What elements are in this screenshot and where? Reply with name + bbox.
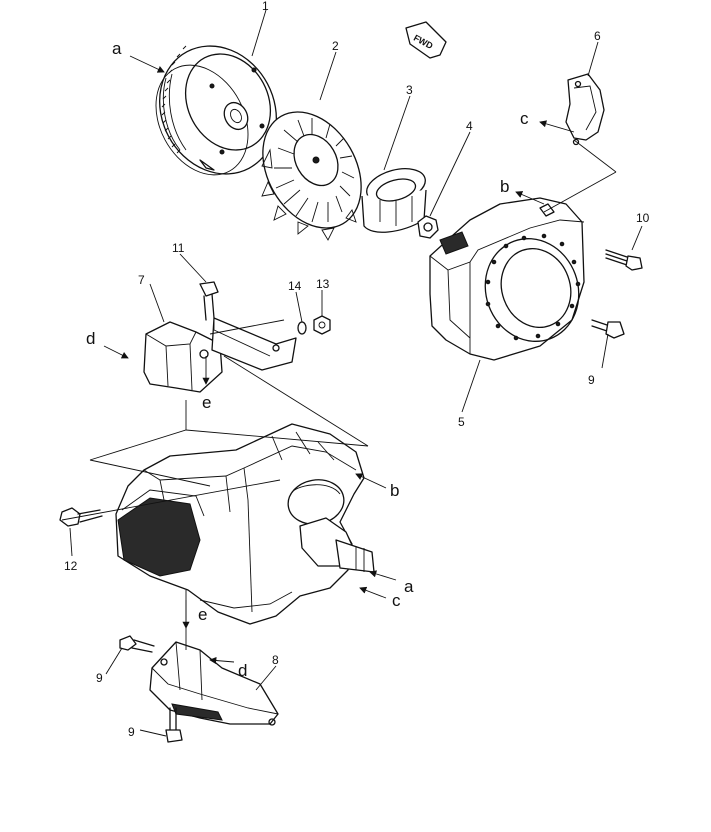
reference-letter-labels: a a b b c c d d e e (86, 39, 529, 680)
ref-letter-c-lower: c (392, 591, 401, 610)
part-number-12: 12 (64, 559, 78, 573)
ref-letter-b-upper: b (500, 177, 509, 196)
part-number-leaders (69, 9, 643, 737)
ref-letter-c-upper: c (520, 109, 529, 128)
ref-letter-e-upper: e (202, 393, 211, 412)
part-11-bolt (199, 281, 219, 321)
part-number-10: 10 (636, 211, 650, 225)
part-3-boss (361, 168, 427, 233)
assembly-guide-lines (61, 139, 617, 650)
part-number-6: 6 (594, 29, 601, 43)
part-9-bolt-upper (591, 319, 625, 339)
ref-letter-a-upper: a (112, 39, 122, 58)
part-13-nut (313, 315, 331, 335)
part-12-bolt (59, 507, 103, 527)
part-number-7: 7 (138, 273, 145, 287)
ref-letter-d-upper: d (86, 329, 95, 348)
part-number-8: 8 (272, 653, 279, 667)
part-6-bracket (565, 73, 605, 146)
part-number-3: 3 (406, 83, 413, 97)
ref-letter-e-lower: e (198, 605, 207, 624)
ref-letter-a-lower: a (404, 577, 414, 596)
part-number-9-upper: 9 (588, 373, 595, 387)
part-10-bolt (605, 249, 643, 271)
part-9-bolt-lower-left (119, 635, 155, 653)
engine-crankcase (115, 423, 375, 625)
part-1-flywheel (155, 45, 278, 176)
part-7-bracket (143, 317, 297, 393)
part-number-labels: 1 2 3 4 5 6 7 8 9 9 9 10 11 12 13 14 (64, 0, 650, 739)
part-number-1: 1 (262, 0, 269, 13)
part-number-11: 11 (172, 241, 185, 255)
part-number-4: 4 (466, 119, 473, 133)
part-number-2: 2 (332, 39, 339, 53)
fwd-direction-indicator: FWD (405, 21, 447, 59)
part-2-cooling-fan (261, 111, 362, 241)
reference-arrows (103, 55, 575, 665)
part-4-nut (417, 215, 439, 239)
part-number-13: 13 (316, 277, 330, 291)
part-8-plate (149, 641, 279, 726)
part-14-washer (297, 321, 307, 335)
ref-letter-b-lower: b (390, 481, 399, 500)
part-number-14: 14 (288, 279, 302, 293)
part-5-fan-housing (429, 197, 585, 361)
part-number-9-bottom: 9 (128, 725, 135, 739)
flywheel-ring-gear-teeth (161, 45, 187, 154)
part-number-9-lower-left: 9 (96, 671, 103, 685)
part-9-bolt-bottom (165, 707, 183, 743)
housing-bolt-holes (485, 233, 581, 341)
ref-letter-d-lower: d (238, 661, 247, 680)
part-number-5: 5 (458, 415, 465, 429)
